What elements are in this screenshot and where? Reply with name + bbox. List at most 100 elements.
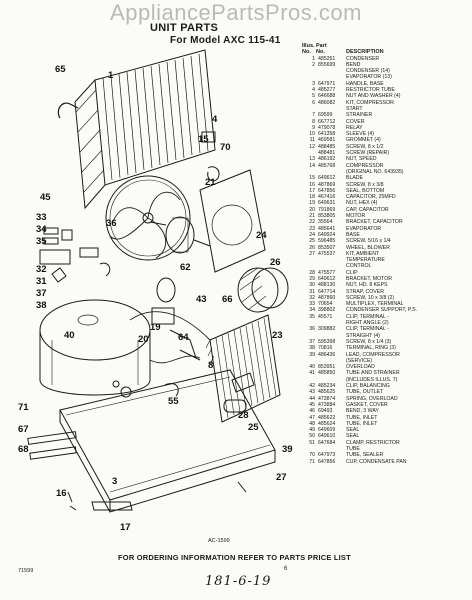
part-description: HANDLE, BASE — [346, 80, 384, 87]
part-description: GROMMET (4) — [346, 137, 381, 144]
part-description: TUBE AND STRAINER — [346, 370, 400, 377]
part-illus-number: 24 — [309, 231, 315, 238]
ordering-footer: FOR ORDERING INFORMATION REFER TO PARTS … — [118, 553, 351, 562]
part-description: BEND, 3 WAY — [346, 408, 379, 415]
callout-3: 3 — [112, 476, 117, 487]
part-description: EVAPORATOR (13) — [346, 74, 392, 81]
part-illus-number: 70 — [309, 452, 315, 459]
part-description: SCREW, 8 x 3/8 — [346, 181, 384, 188]
part-illus-number: 25 — [309, 238, 315, 245]
callout-34: 34 — [36, 224, 47, 235]
part-description: COMPRESSOR — [346, 162, 384, 169]
part-description: WHEEL, BLOWER — [346, 244, 390, 251]
page-number: 6 — [284, 566, 288, 572]
parts-row: STRAIGHT (4) — [302, 333, 470, 339]
parts-list-header: Illus. Part — [302, 43, 470, 49]
part-illus-number: 34 — [309, 307, 315, 314]
part-description: CUP, CONDENSATE PAN — [346, 458, 407, 465]
header-part: Part — [316, 43, 327, 49]
part-description: KIT, COMPRESSOR — [346, 99, 394, 106]
part-number: 398802 — [318, 307, 336, 314]
part-description: BRACKET, MOTOR — [346, 275, 393, 282]
part-number: 488130 — [318, 282, 336, 289]
part-number: 647856 — [318, 458, 336, 465]
part-number: 487869 — [318, 181, 336, 188]
part-description: CAP, CAPACITOR — [346, 206, 389, 213]
part-number: 485622 — [318, 414, 336, 421]
callout-26: 26 — [270, 257, 281, 268]
exploded-parts-diagram: 65 1 4 70 15 21 45 33 34 35 36 32 31 37 … — [18, 49, 293, 533]
part-illus-number: 19 — [309, 200, 315, 207]
part-number: 487860 — [318, 294, 336, 301]
part-illus-number: 26 — [309, 244, 315, 251]
part-description: BRACKET, CAPACITOR — [346, 219, 403, 226]
part-illus-number: 22 — [309, 219, 315, 226]
part-description: BASE — [346, 231, 360, 238]
part-description: CLAMP, RESTRICTOR — [346, 439, 400, 446]
part-description: LEAD, COMPRESSOR — [346, 351, 400, 358]
condenser-coil — [74, 49, 216, 210]
callout-25: 25 — [248, 422, 259, 433]
part-number: 486082 — [318, 99, 336, 106]
part-illus-number: 11 — [309, 137, 315, 144]
part-description: EVAPORATOR — [346, 225, 382, 232]
part-description: STRAINER — [346, 112, 373, 119]
part-illus-number: 48 — [309, 420, 315, 427]
part-number: 649612 — [318, 275, 336, 282]
parts-row: START — [302, 106, 470, 112]
callout-15: 15 — [198, 134, 209, 145]
part-illus-number: 39 — [309, 351, 315, 358]
part-description: BEND — [346, 61, 361, 68]
part-description: TUBE, INLET — [346, 414, 378, 421]
part-description: CLIP — [346, 269, 358, 276]
callout-39: 39 — [282, 444, 293, 455]
part-number: 473874 — [318, 395, 336, 402]
callout-31: 31 — [36, 276, 47, 287]
part-description: MOTOR — [346, 213, 366, 220]
part-illus-number: 16 — [309, 181, 315, 188]
callout-19: 19 — [150, 322, 161, 333]
part-number: 485850 — [318, 370, 336, 377]
parts-row: TEMPERATURE — [302, 257, 470, 263]
part-number: 596485 — [318, 238, 336, 245]
part-illus-number: 12 — [309, 143, 315, 150]
part-description: TERMINAL, RING (3) — [346, 345, 396, 352]
part-description: BLADE — [346, 175, 364, 182]
callout-32: 32 — [36, 264, 47, 275]
part-description: CAPACITOR, 25MFD — [346, 194, 396, 201]
part-description: (ORIGINAL NO. 643935) — [346, 168, 404, 175]
part-illus-number: 43 — [309, 389, 315, 396]
part-number: 595398 — [318, 338, 336, 345]
terminal-clips — [39, 227, 111, 283]
part-number: 473884 — [318, 401, 336, 408]
part-illus-number: 6 — [312, 99, 315, 106]
part-illus-number: 37 — [309, 338, 315, 345]
part-number: 647684 — [318, 439, 336, 446]
part-illus-number: 17 — [309, 187, 315, 194]
callout-55: 55 — [168, 396, 179, 407]
part-number: 485234 — [318, 383, 336, 390]
part-description: TUBE, INLET — [346, 420, 378, 427]
part-illus-number: 44 — [309, 395, 315, 402]
parts-row: RIGHT ANGLE (2) — [302, 320, 470, 326]
part-illus-number: 13 — [309, 156, 315, 163]
